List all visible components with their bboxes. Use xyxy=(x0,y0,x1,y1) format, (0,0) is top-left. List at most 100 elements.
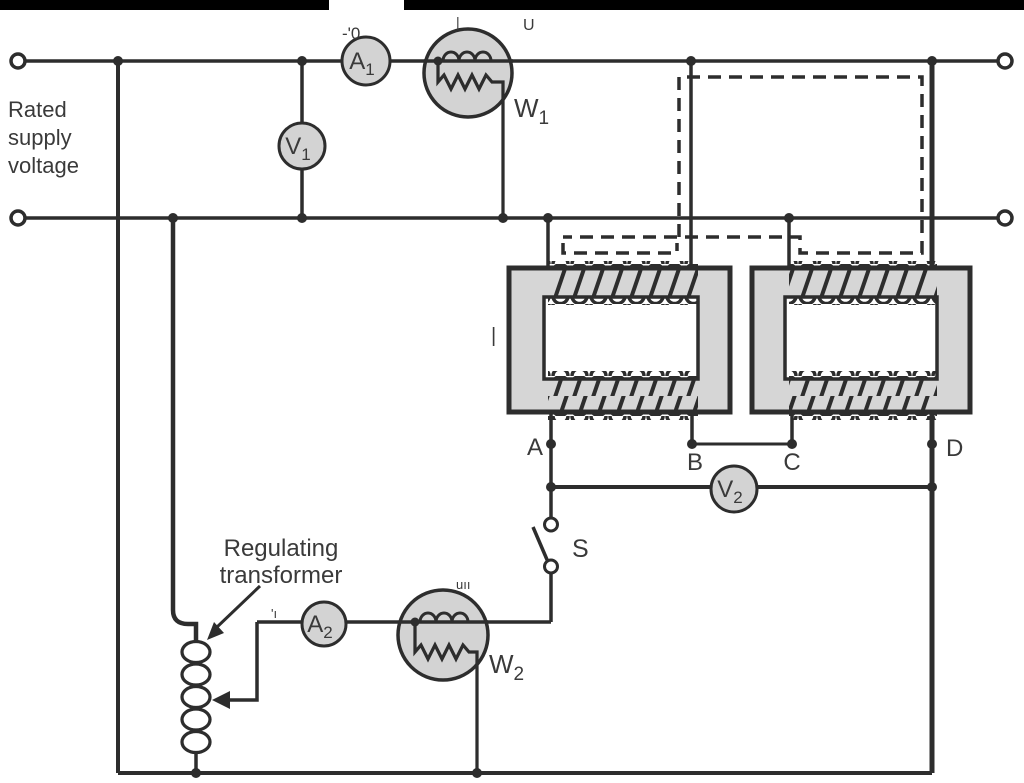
coil-loop xyxy=(180,729,212,755)
dashed-secondary-link xyxy=(561,75,924,255)
rated-supply-label-line2: supply xyxy=(8,125,72,150)
transformer-1 xyxy=(506,261,733,420)
junction-dot xyxy=(297,56,307,66)
clipped-text-fragment: uıı xyxy=(456,577,470,592)
junction-dot xyxy=(168,213,178,223)
transformer-2-winding-bumps-top xyxy=(789,261,937,269)
clipped-text-fragment: | xyxy=(456,14,460,30)
wattmeter-w1-current-coil xyxy=(441,50,493,62)
regulating-transformer-coil xyxy=(180,639,212,755)
wattmeter-w1-body xyxy=(422,27,514,119)
clipped-text-fragment: U xyxy=(523,17,535,34)
terminal-c-label: C xyxy=(783,449,800,476)
transformer-1-winding-bottom xyxy=(548,379,698,412)
coil-loop xyxy=(180,662,212,687)
junction-dot xyxy=(927,56,937,66)
junction-dot xyxy=(191,768,201,778)
switch-contact-top xyxy=(543,516,559,533)
supply-terminal-top-left xyxy=(9,52,27,70)
wattmeter-w1-label: W1 xyxy=(514,93,549,129)
supply-terminals xyxy=(9,52,1014,227)
dashed-link-outer-path xyxy=(563,75,924,255)
wattmeter-w2-pressure-coil xyxy=(413,622,479,773)
voltmeter-v2-body xyxy=(709,464,759,514)
transformer-1-window xyxy=(542,295,700,381)
junction-dot xyxy=(297,213,307,223)
dashed-link-inner-bracket xyxy=(561,243,679,255)
junction-dot xyxy=(472,768,482,778)
redaction-bar-gap xyxy=(329,0,404,10)
wattmeter-w2-label: W2 xyxy=(489,649,524,685)
regulator-feed-wire xyxy=(170,218,199,643)
terminal-a-label: A xyxy=(527,434,543,461)
supply-terminal-bottom-left xyxy=(9,209,27,227)
transformer-2-winding-bumps-window-top xyxy=(789,297,937,305)
voltmeter-v2-label: V2 xyxy=(717,476,742,507)
clipped-text-fragment: | xyxy=(491,325,496,347)
wattmeter-w1-pressure-coil xyxy=(436,61,505,218)
clipped-text-fragment: -'0 xyxy=(342,24,360,43)
switch-blade xyxy=(531,526,550,563)
ammeter-a2-body xyxy=(300,600,348,648)
text-labels: Rated supply voltage Regulating transfor… xyxy=(8,93,963,685)
ammeter-a1-body xyxy=(340,35,392,87)
rated-supply-label-line1: Rated xyxy=(8,97,67,122)
junction-dot xyxy=(546,482,556,492)
transformer-2-winding-top xyxy=(789,268,937,297)
terminal-d-dot xyxy=(927,439,937,449)
transformer-1-winding-bumps-window-bottom xyxy=(548,371,698,379)
wattmeter-w2-body xyxy=(396,588,490,682)
transformer-1-winding-bumps-window-top xyxy=(548,297,698,305)
junction-dot xyxy=(410,617,420,627)
coil-loop xyxy=(180,707,212,732)
clipped-text-fragments: -'0 | U | 'ı uıı xyxy=(271,14,535,621)
voltmeter-v2: V2 xyxy=(709,464,759,514)
regulating-label-pointer xyxy=(207,584,262,640)
transformer-2-winding-bumps-window-bottom xyxy=(789,371,937,379)
junction-dot xyxy=(927,482,937,492)
top-redaction-bar xyxy=(0,0,1024,10)
terminal-c-dot xyxy=(787,439,797,449)
ammeter-a2: A2 xyxy=(300,600,348,648)
pointer-arrow-shaft xyxy=(214,584,262,630)
coil-loop xyxy=(180,684,212,710)
rated-supply-label-line3: voltage xyxy=(8,153,79,178)
tap-arrowhead-icon xyxy=(212,691,230,709)
ammeter-a2-label: A2 xyxy=(307,611,332,642)
transformer-1-winding-top xyxy=(548,268,698,297)
terminal-b-dot xyxy=(687,439,697,449)
switch-s xyxy=(531,516,559,575)
supply-terminal-bottom-right xyxy=(996,209,1014,227)
junction-dot xyxy=(543,213,553,223)
supply-terminal-top-right xyxy=(996,52,1014,70)
junction-dots xyxy=(113,56,937,778)
voltmeter-v1: V1 xyxy=(277,121,327,171)
coil-loop xyxy=(180,639,212,665)
clipped-text-fragment: 'ı xyxy=(271,606,277,621)
regulating-transformer-label-line1: Regulating xyxy=(224,535,339,562)
wattmeter-w1 xyxy=(422,27,514,218)
regulating-transformer-label-line2: transformer xyxy=(220,562,343,589)
wattmeter-w2-current-coil xyxy=(418,611,470,623)
transformer-1-winding-bumps-top xyxy=(548,261,698,269)
tap-wire xyxy=(230,622,259,702)
terminal-d-label: D xyxy=(946,435,963,462)
switch-contact-bottom xyxy=(543,558,559,575)
wattmeter-w2 xyxy=(396,588,490,773)
junction-dot xyxy=(784,213,794,223)
pointer-arrowhead-icon xyxy=(207,622,224,640)
transformer-2-winding-bottom xyxy=(789,379,937,412)
junction-dot xyxy=(498,213,508,223)
transformer-2 xyxy=(749,261,973,420)
transformer-2-winding-bumps-bottom xyxy=(789,412,937,420)
transformer-2-window xyxy=(783,295,939,381)
junction-dot xyxy=(433,56,443,66)
ammeter-a1-label: A1 xyxy=(349,48,374,79)
ammeter-a1: A1 xyxy=(340,35,392,87)
terminal-a-dot xyxy=(546,439,556,449)
terminal-b-label: B xyxy=(687,449,703,476)
junction-dot xyxy=(113,56,123,66)
voltmeter-v1-body xyxy=(277,121,327,171)
